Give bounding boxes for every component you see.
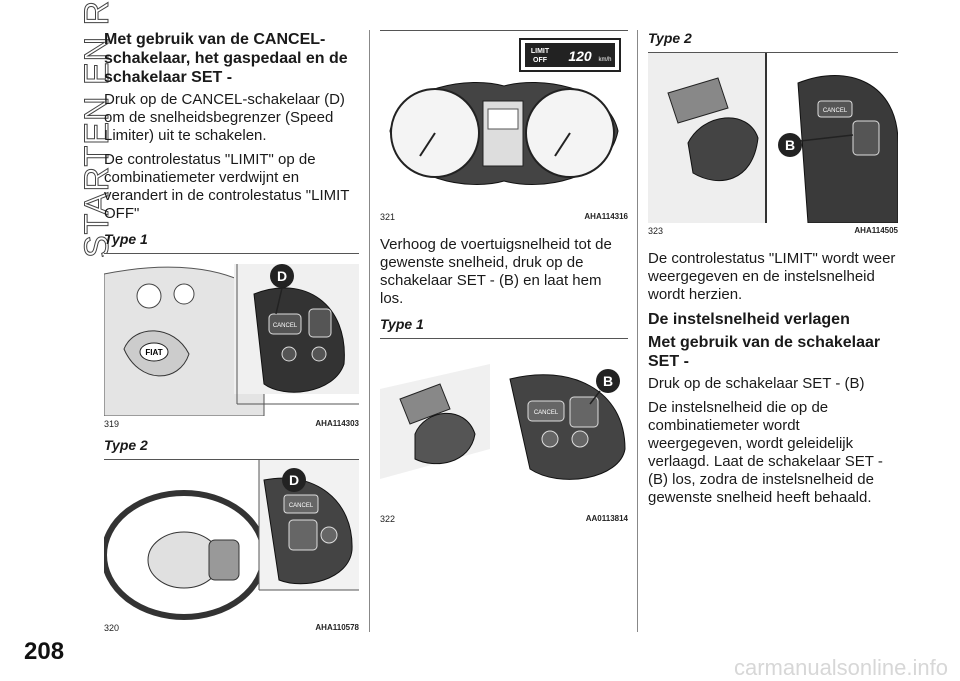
paragraph: Verhoog de voertuigsnelheid tot de gewen… xyxy=(380,236,612,307)
column-1: Met gebruik van de CANCEL-schakelaar, he… xyxy=(104,30,359,633)
figure-321: LIMIT OFF 120 km/h 321 AHA114316 xyxy=(380,30,628,222)
callout-d xyxy=(270,264,294,288)
cancel-label: CANCEL xyxy=(534,410,559,416)
watermark: carmanualsonline.info xyxy=(733,655,948,680)
type-label: Type 2 xyxy=(104,437,148,453)
figure-caption: 319 AHA114303 xyxy=(104,419,359,429)
svg-text:D: D xyxy=(289,472,299,488)
column-divider xyxy=(637,30,638,632)
figure-caption: 321 AHA114316 xyxy=(380,212,628,222)
column-2: LIMIT OFF 120 km/h 321 AHA114316 Verhoog… xyxy=(380,30,628,524)
figure-322: CANCEL B 322 AA0113814 xyxy=(380,338,628,524)
figure-code: AHA110578 xyxy=(315,623,359,632)
callout-d xyxy=(282,468,306,492)
svg-text:B: B xyxy=(785,137,795,153)
figure-code: AHA114316 xyxy=(584,212,628,221)
type-label: Type 1 xyxy=(104,231,148,247)
steering-wheel-illustration: CANCEL D xyxy=(104,460,359,620)
cancel-label: CANCEL xyxy=(823,108,848,114)
speed-unit: km/h xyxy=(598,57,611,63)
instrument-cluster-illustration: LIMIT OFF 120 km/h xyxy=(380,31,628,209)
paragraph: De controlestatus "LIMIT" op de combinat… xyxy=(104,151,350,222)
logo-text: FIAT xyxy=(145,348,162,357)
paragraph: Druk op de CANCEL-schakelaar (D) om de s… xyxy=(104,91,345,144)
section-heading: Met gebruik van de CANCEL-schakelaar, he… xyxy=(104,31,348,86)
type-label: Type 2 xyxy=(648,30,692,46)
speed-readout: 120 xyxy=(568,48,592,64)
svg-text:D: D xyxy=(277,268,287,284)
column-3: Type 2 CANCEL B 323 AHA114505 De control… xyxy=(648,30,898,513)
steering-wheel-illustration: FIAT CANCEL D xyxy=(104,254,359,416)
figure-319: FIAT CANCEL D 319 AHA114303 xyxy=(104,253,359,429)
type-label: Type 1 xyxy=(380,316,424,332)
paragraph: Druk op de schakelaar SET - (B) xyxy=(648,375,865,392)
svg-text:B: B xyxy=(603,373,613,389)
figure-number: 323 xyxy=(648,226,664,236)
section-title: STARTEN EN RIJDEN xyxy=(26,0,117,260)
figure-number: 321 xyxy=(380,212,396,222)
section-heading: Met gebruik van de schakelaar SET - xyxy=(648,334,881,370)
figure-caption: 323 AHA114505 xyxy=(648,226,898,236)
cancel-label: CANCEL xyxy=(289,503,314,509)
figure-number: 322 xyxy=(380,514,396,524)
paragraph: De controlestatus "LIMIT" wordt weer wee… xyxy=(648,250,896,303)
section-heading: De instelsnelheid verlagen xyxy=(648,311,850,328)
figure-code: AHA114505 xyxy=(854,226,898,235)
callout-b xyxy=(778,133,802,157)
figure-number: 320 xyxy=(104,623,120,633)
steering-switch-illustration: CANCEL B xyxy=(648,53,898,223)
column-divider xyxy=(369,30,370,632)
figure-number: 319 xyxy=(104,419,120,429)
figure-code: AHA114303 xyxy=(315,419,359,428)
cancel-label: CANCEL xyxy=(273,323,298,329)
figure-caption: 322 AA0113814 xyxy=(380,514,628,524)
figure-code: AA0113814 xyxy=(585,514,628,523)
steering-switch-illustration: CANCEL B xyxy=(380,339,628,511)
figure-caption: 320 AHA110578 xyxy=(104,623,359,633)
figure-320: CANCEL D 320 AHA110578 xyxy=(104,459,359,633)
callout-b xyxy=(596,369,620,393)
page-number: 208 xyxy=(24,638,65,665)
figure-323: CANCEL B 323 AHA114505 xyxy=(648,52,898,236)
paragraph: De instelsnelheid die op de combinatieme… xyxy=(648,399,883,506)
limit-label: LIMIT xyxy=(531,48,550,55)
off-label: OFF xyxy=(533,57,548,64)
